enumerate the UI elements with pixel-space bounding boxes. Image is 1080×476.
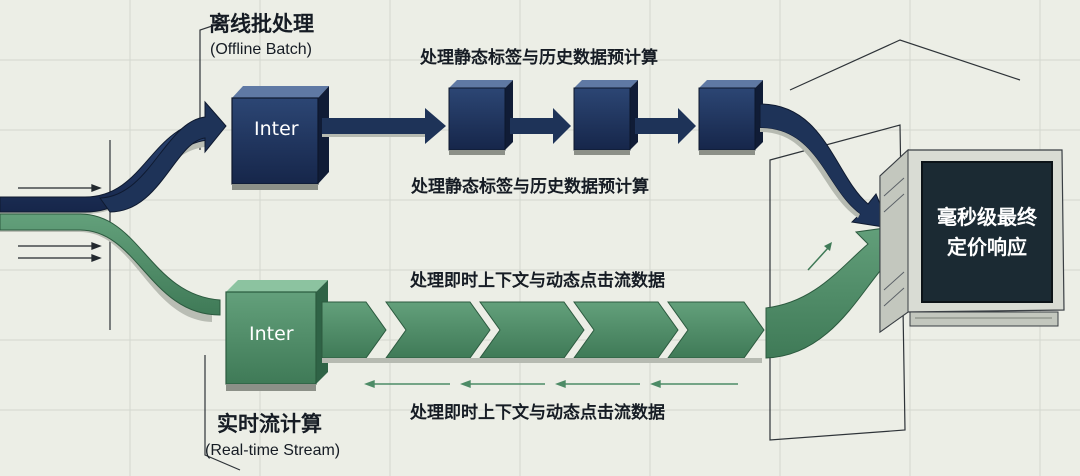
stream-subtitle: (Real-time Stream) bbox=[205, 442, 341, 459]
batch-node bbox=[231, 86, 329, 190]
stream-chevron-shadow bbox=[322, 358, 762, 363]
stream-caption-top: 处理即时上下文与动态点击流数据 bbox=[410, 271, 665, 291]
output-line-1: 毫秒级最终 bbox=[937, 205, 1037, 229]
output-line-2: 定价响应 bbox=[947, 235, 1027, 259]
output-terminal bbox=[879, 148, 1065, 334]
stream-caption-bottom: 处理即时上下文与动态点击流数据 bbox=[410, 403, 665, 423]
stream-return-arrows bbox=[364, 379, 738, 389]
stream-chevrons bbox=[321, 301, 765, 359]
batch-subtitle: (Offline Batch) bbox=[210, 41, 312, 58]
batch-chain bbox=[322, 80, 763, 155]
stream-title: 实时流计算 bbox=[217, 412, 322, 436]
batch-entry-arrow bbox=[99, 100, 227, 213]
batch-caption-bottom: 处理静态标签与历史数据预计算 bbox=[411, 177, 649, 197]
batch-caption-top: 处理静态标签与历史数据预计算 bbox=[420, 48, 658, 68]
output-label: 毫秒级最终 定价响应 bbox=[922, 202, 1052, 262]
batch-node-label: Inter bbox=[254, 118, 299, 140]
batch-title: 离线批处理 bbox=[209, 12, 314, 36]
stream-node-label: Inter bbox=[249, 323, 294, 345]
